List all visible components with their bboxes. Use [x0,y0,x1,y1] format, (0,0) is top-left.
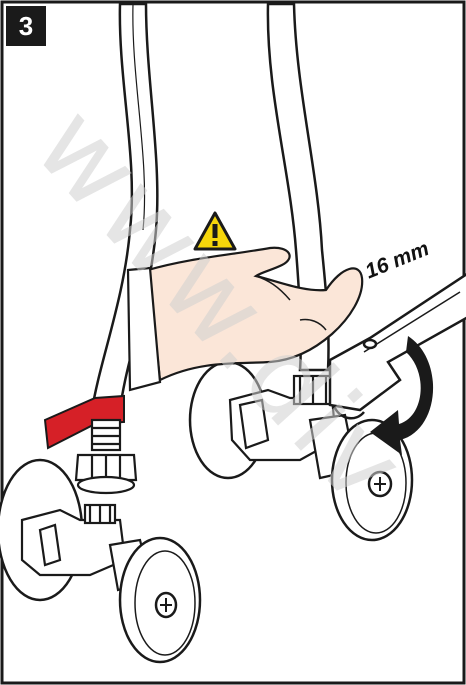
left-valve-knob [120,538,200,662]
step-number-badge: 3 [6,6,46,46]
warning-triangle-icon [193,211,237,251]
